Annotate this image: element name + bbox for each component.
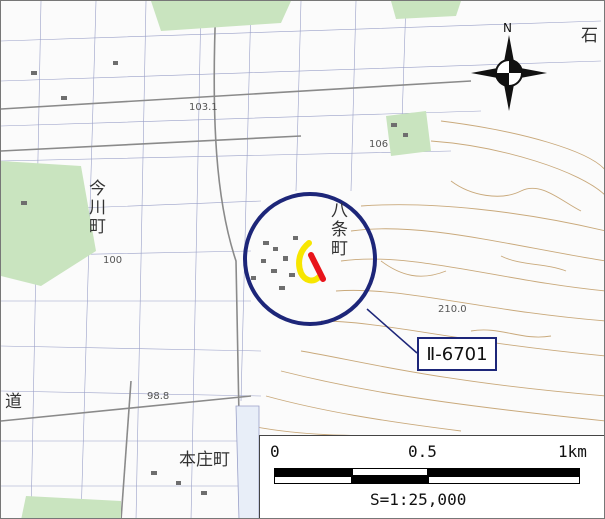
site-circle — [243, 192, 377, 326]
elevation-106: 106 — [369, 139, 389, 150]
contours — [250, 120, 604, 437]
site-leader-line — [366, 308, 418, 354]
scale-segment-1 — [274, 468, 352, 476]
roads — [1, 1, 472, 518]
elevation-100: 100 — [103, 255, 123, 266]
site-yellow-area — [296, 240, 322, 284]
scale-segment-6 — [428, 476, 580, 484]
label-ishi: 石 — [581, 26, 598, 46]
site-id-label: Ⅱ-6701 — [426, 343, 488, 365]
elevation-210: 210.0 — [438, 304, 467, 315]
compass-rose — [471, 35, 547, 111]
scale-segment-5 — [274, 476, 352, 484]
pond — [235, 405, 260, 518]
scale-ratio: S=1:25,000 — [370, 490, 467, 509]
scale-tick-mid: 0.5 — [408, 442, 437, 461]
site-red-area — [308, 252, 326, 282]
scale-bar-box: 0 0.5 1km S=1:25,000 — [259, 435, 604, 518]
scale-segment-2 — [352, 468, 428, 476]
scale-tick-0: 0 — [270, 442, 280, 461]
label-hachijo-town: 八条町 — [327, 201, 347, 258]
label-michi: 道 — [5, 392, 22, 412]
vegetation — [1, 1, 461, 518]
label-imakawa-town: 今川町 — [85, 179, 105, 236]
label-honjo-town: 本庄町 — [179, 450, 230, 470]
elevation-98: 98.8 — [147, 391, 170, 402]
building-blocks — [21, 61, 408, 495]
site-id-box[interactable]: Ⅱ-6701 — [417, 337, 497, 371]
north-label: N — [503, 21, 512, 35]
scale-tick-end: 1km — [558, 442, 587, 461]
scale-segment-3 — [428, 468, 580, 476]
scale-segment-4 — [352, 476, 428, 484]
elevation-103: 103.1 — [189, 102, 218, 113]
